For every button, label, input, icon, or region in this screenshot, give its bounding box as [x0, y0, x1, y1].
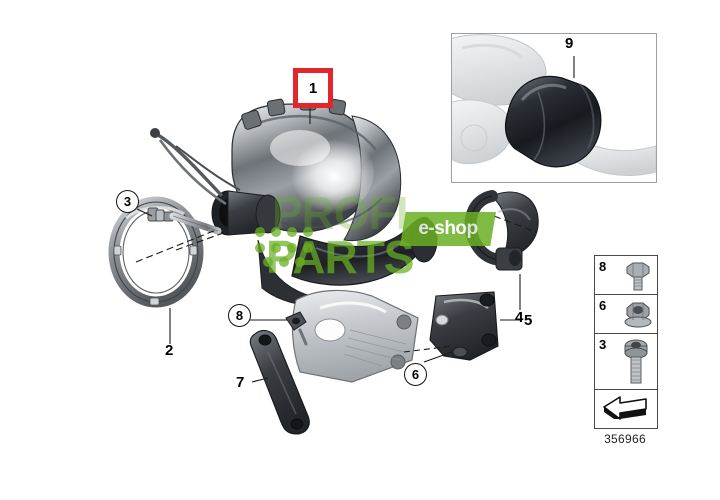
socket-bolt-icon: [624, 339, 648, 384]
callout-2-label: 2: [165, 342, 174, 359]
callout-9[interactable]: 9: [565, 36, 573, 51]
part-7-support-strut: [249, 329, 310, 435]
legend-cell-8[interactable]: 8: [595, 256, 657, 295]
hex-bolt-icon: [626, 262, 650, 291]
legend-number-3: 3: [599, 337, 607, 352]
part-3-clamp-bolt: [147, 207, 222, 235]
legend-number-8: 8: [599, 259, 607, 274]
part-4-pipe-clamp: [464, 190, 539, 271]
callout-4[interactable]: 4: [515, 310, 523, 325]
diagram-part-number: 356966: [604, 432, 646, 446]
part-5-mounting-bracket: [429, 291, 499, 361]
callout-1-label: 1: [308, 79, 318, 97]
inset-detail-panel: 9: [451, 33, 657, 183]
callout-4-label: 4: [515, 309, 524, 326]
callout-8-label: 8: [235, 308, 244, 323]
callout-7[interactable]: 7: [236, 375, 244, 390]
leader-lines: [135, 100, 537, 383]
legend-number-6: 6: [599, 298, 607, 313]
callout-9-label: 9: [565, 35, 574, 52]
callout-5-label: 5: [524, 312, 533, 329]
fastener-legend: 8 6 3: [594, 255, 658, 429]
callout-6[interactable]: 6: [404, 363, 427, 386]
part-8-hex-bolt: [285, 311, 308, 346]
callout-3-label: 3: [123, 194, 132, 209]
callout-6-label: 6: [411, 367, 420, 382]
direction-arrow-icon: [603, 396, 647, 420]
inset-illustration: [452, 34, 656, 182]
legend-cell-3[interactable]: 3: [595, 334, 657, 390]
callout-2[interactable]: 2: [165, 343, 173, 358]
legend-cell-arrow[interactable]: [595, 390, 657, 426]
callout-1[interactable]: 1: [293, 68, 333, 108]
callout-5[interactable]: 5: [524, 313, 532, 328]
legend-cell-6[interactable]: 6: [595, 295, 657, 334]
heat-shield: [291, 289, 419, 383]
callout-3[interactable]: 3: [116, 190, 139, 213]
callout-8[interactable]: 8: [228, 304, 251, 327]
flange-nut-icon: [624, 302, 652, 328]
callout-7-label: 7: [236, 374, 245, 391]
